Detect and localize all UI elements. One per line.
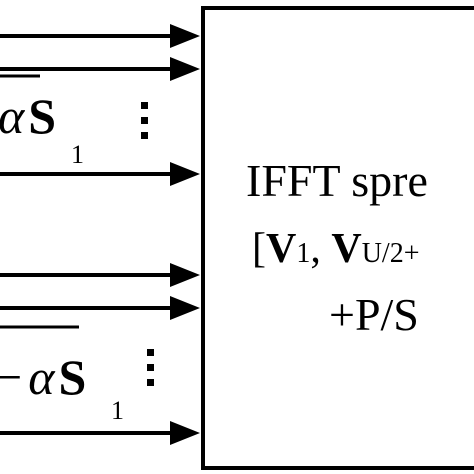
arrow-head-5 [170,296,200,320]
lower-input-subscript: 1 [111,396,124,425]
lower-vdots [147,349,154,386]
upper-input-label: αS [0,88,56,144]
arrow-head-4 [170,263,200,287]
arrow-head-2 [170,57,200,81]
block-title: IFFT spre [246,155,428,206]
arrow-head-3 [170,162,200,186]
dot [147,379,154,386]
vector-vu: V [331,226,361,272]
dot [141,102,148,109]
lower-arrow-group [0,263,200,445]
ifft-block [201,6,474,470]
arrow-head-1 [170,24,200,48]
upper-arrow-group [0,24,200,186]
arrow-head-6 [170,421,200,445]
upper-vdots [141,102,148,139]
bracket-open: [ [252,226,266,272]
alpha-symbol: α [0,88,26,144]
separator: , [310,226,331,272]
vector-vu-subscript: U/2+ [362,238,420,269]
lower-input-label: −αS [0,349,86,405]
minus-symbol: − [0,349,22,405]
alpha-symbol: α [28,349,56,405]
upper-input-subscript: 1 [71,140,84,169]
dot [147,364,154,371]
vector-v1-subscript: 1 [296,238,310,269]
s-symbol: S [28,88,56,144]
block-matrix-line: [V1, VU/2+ [252,226,419,272]
dot [141,132,148,139]
dot [147,349,154,356]
vector-v1: V [266,226,296,272]
dot [141,117,148,124]
s-symbol: S [58,349,86,405]
block-ps-label: +P/S [329,289,419,340]
